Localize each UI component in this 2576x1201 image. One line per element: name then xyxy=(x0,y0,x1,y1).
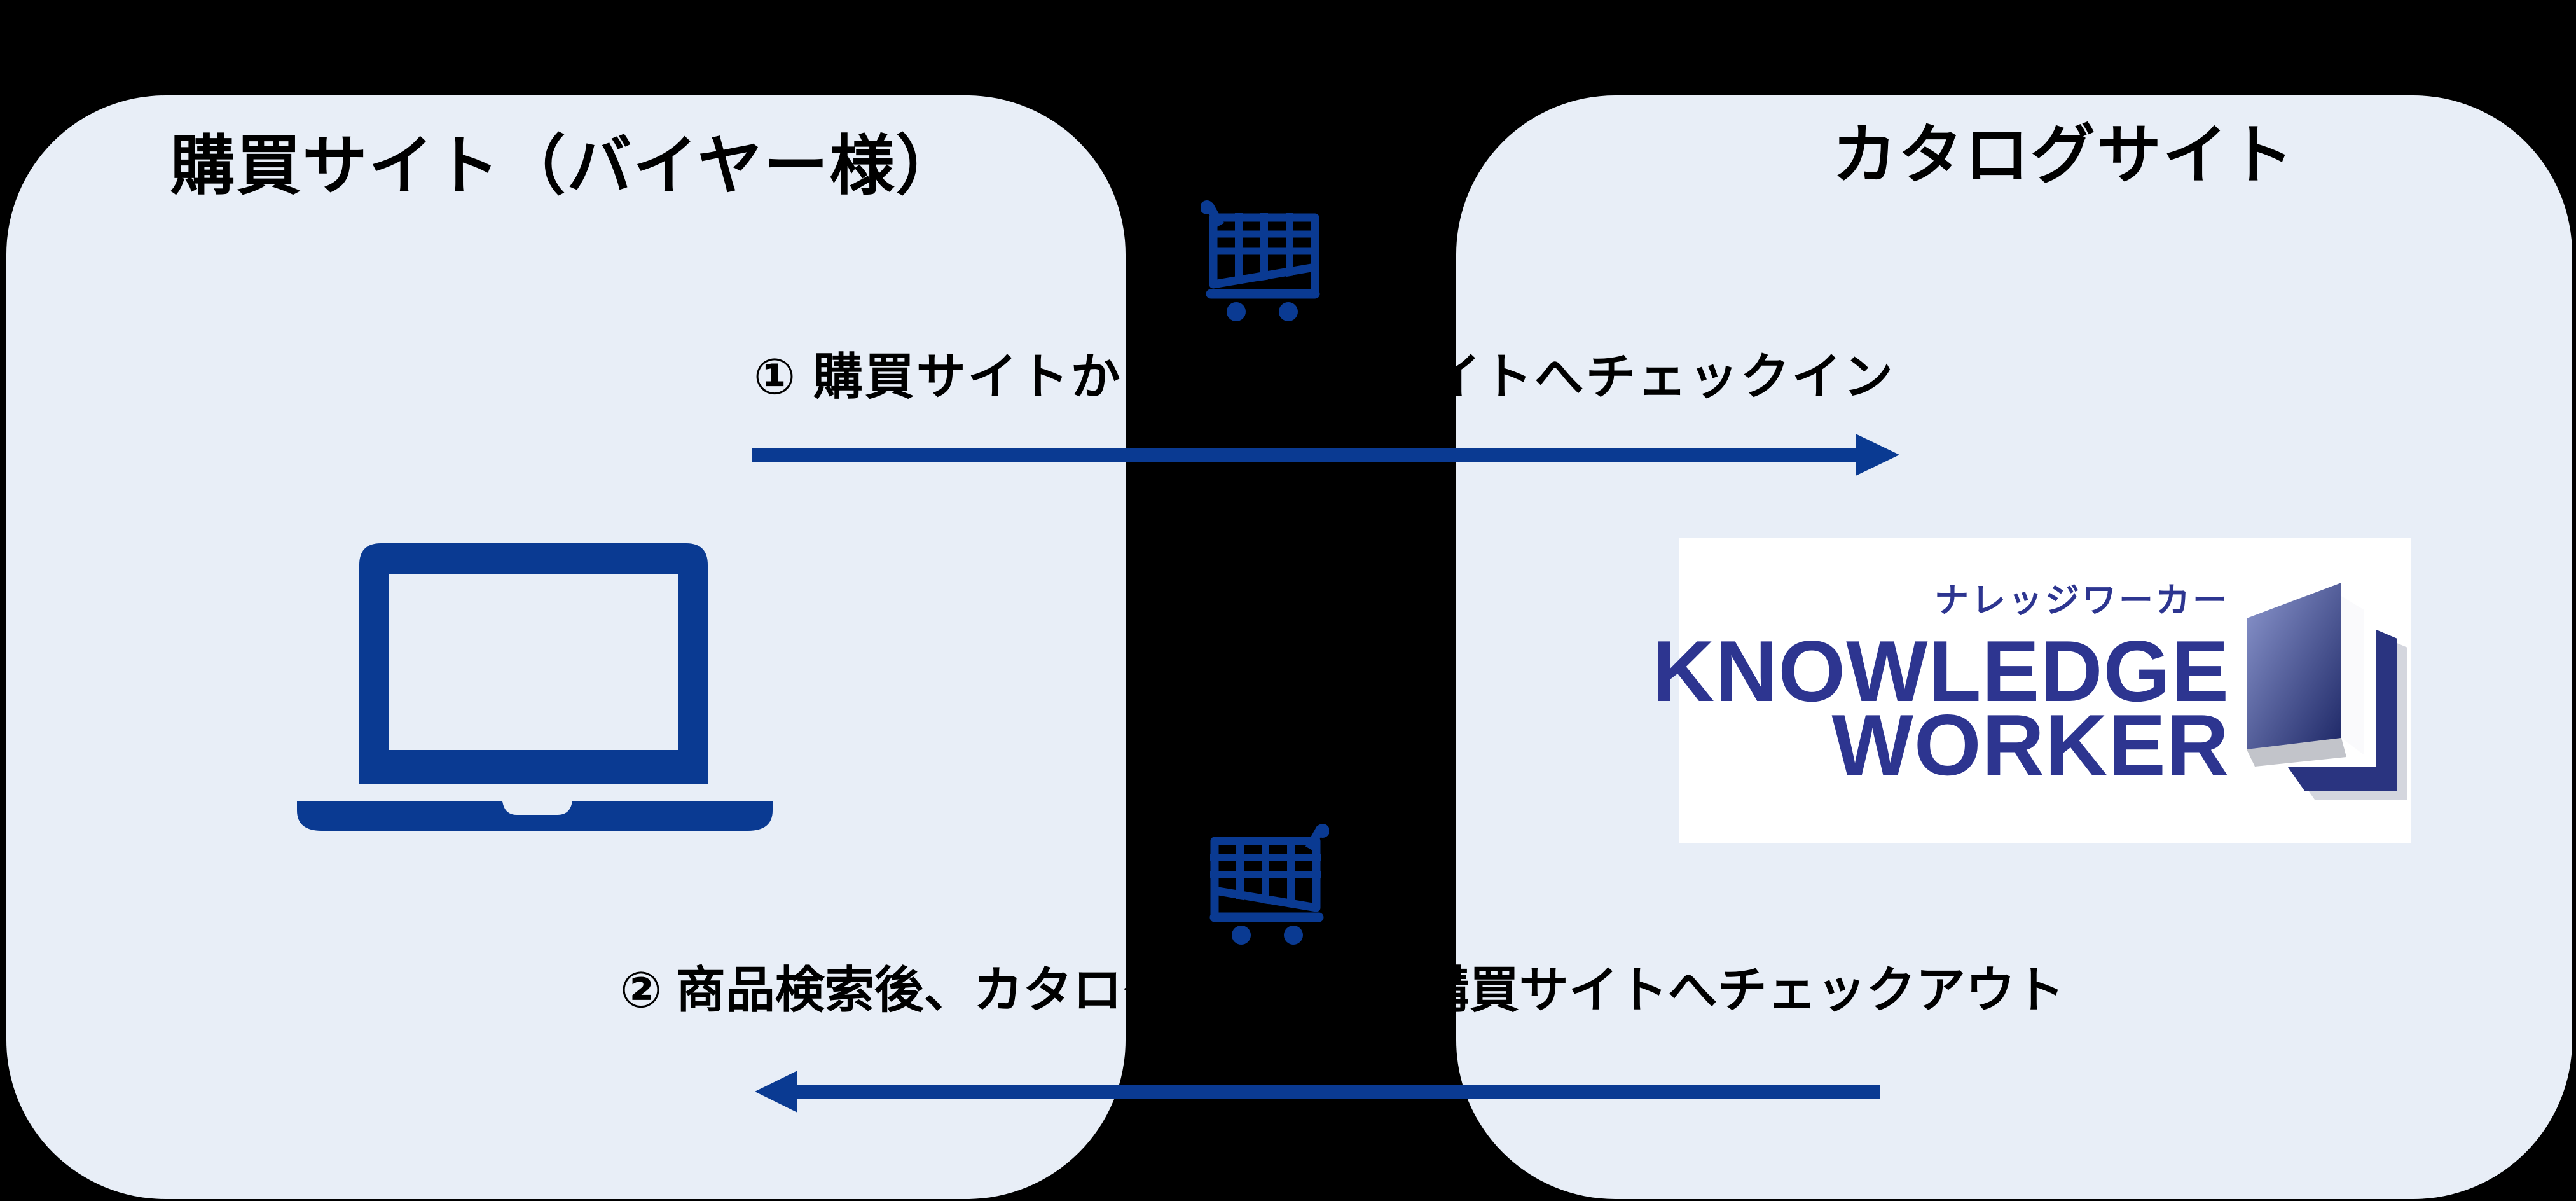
catalog-site-title: カタログサイト xyxy=(1832,119,2295,191)
logo-kana-text: ナレッジワーカー xyxy=(1934,581,2229,620)
checkin-flow-label: ① 購買サイトからカタログサイトへチェックイン xyxy=(754,349,1895,405)
buyer-site-title: 購買サイト（バイヤー様） xyxy=(170,130,962,202)
shopping-cart-icon-mirrored xyxy=(1209,824,1329,945)
logo-name-line1: KNOWLEDGE xyxy=(1651,623,2229,719)
laptop-icon xyxy=(297,543,773,831)
open-book-icon xyxy=(2247,583,2407,800)
shopping-cart-icon xyxy=(1201,200,1320,321)
knowledge-worker-logo: ナレッジワーカー KNOWLEDGE WORKER xyxy=(1652,538,2411,843)
logo-name-line2: WORKER xyxy=(1831,697,2229,793)
checkin-arrow-right xyxy=(752,434,1899,476)
checkout-flow-label: ② 商品検索後、カタログサイトから購買サイトへチェックアウト xyxy=(620,962,2065,1018)
checkout-arrow-left xyxy=(755,1071,1880,1113)
